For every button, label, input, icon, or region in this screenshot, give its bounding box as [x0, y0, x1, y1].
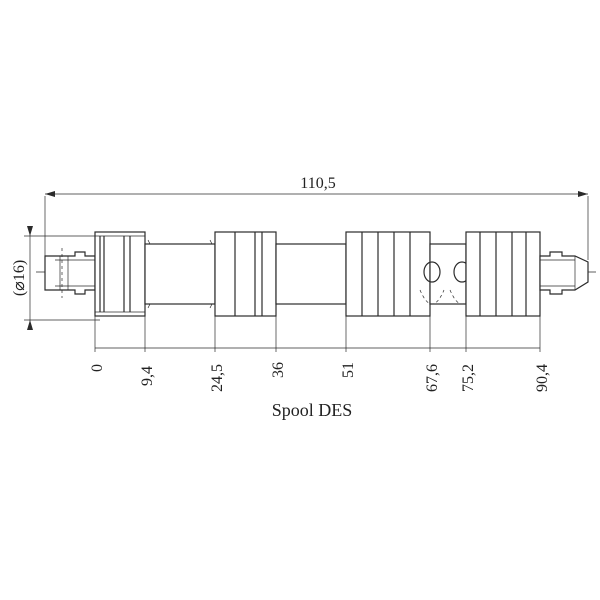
diameter-dimension: (⌀16)	[11, 226, 100, 330]
position-labels: 0 9,4 24,5 36 51 67,6 75,2 90,4	[89, 362, 551, 392]
position-label: 90,4	[534, 364, 551, 392]
position-label: 9,4	[139, 366, 156, 386]
spool-body	[44, 231, 589, 317]
position-label: 24,5	[209, 364, 226, 392]
position-ticks	[94, 316, 541, 352]
position-label: 0	[89, 364, 106, 372]
position-label: 36	[270, 362, 287, 378]
position-label: 75,2	[460, 364, 477, 392]
position-label: 67,6	[424, 364, 441, 392]
overall-length-label: 110,5	[300, 175, 335, 192]
diameter-label: (⌀16)	[11, 260, 28, 296]
caption: Spool DES	[272, 400, 353, 420]
overall-length-dimension: 110,5	[44, 175, 589, 260]
position-label: 51	[340, 362, 357, 378]
